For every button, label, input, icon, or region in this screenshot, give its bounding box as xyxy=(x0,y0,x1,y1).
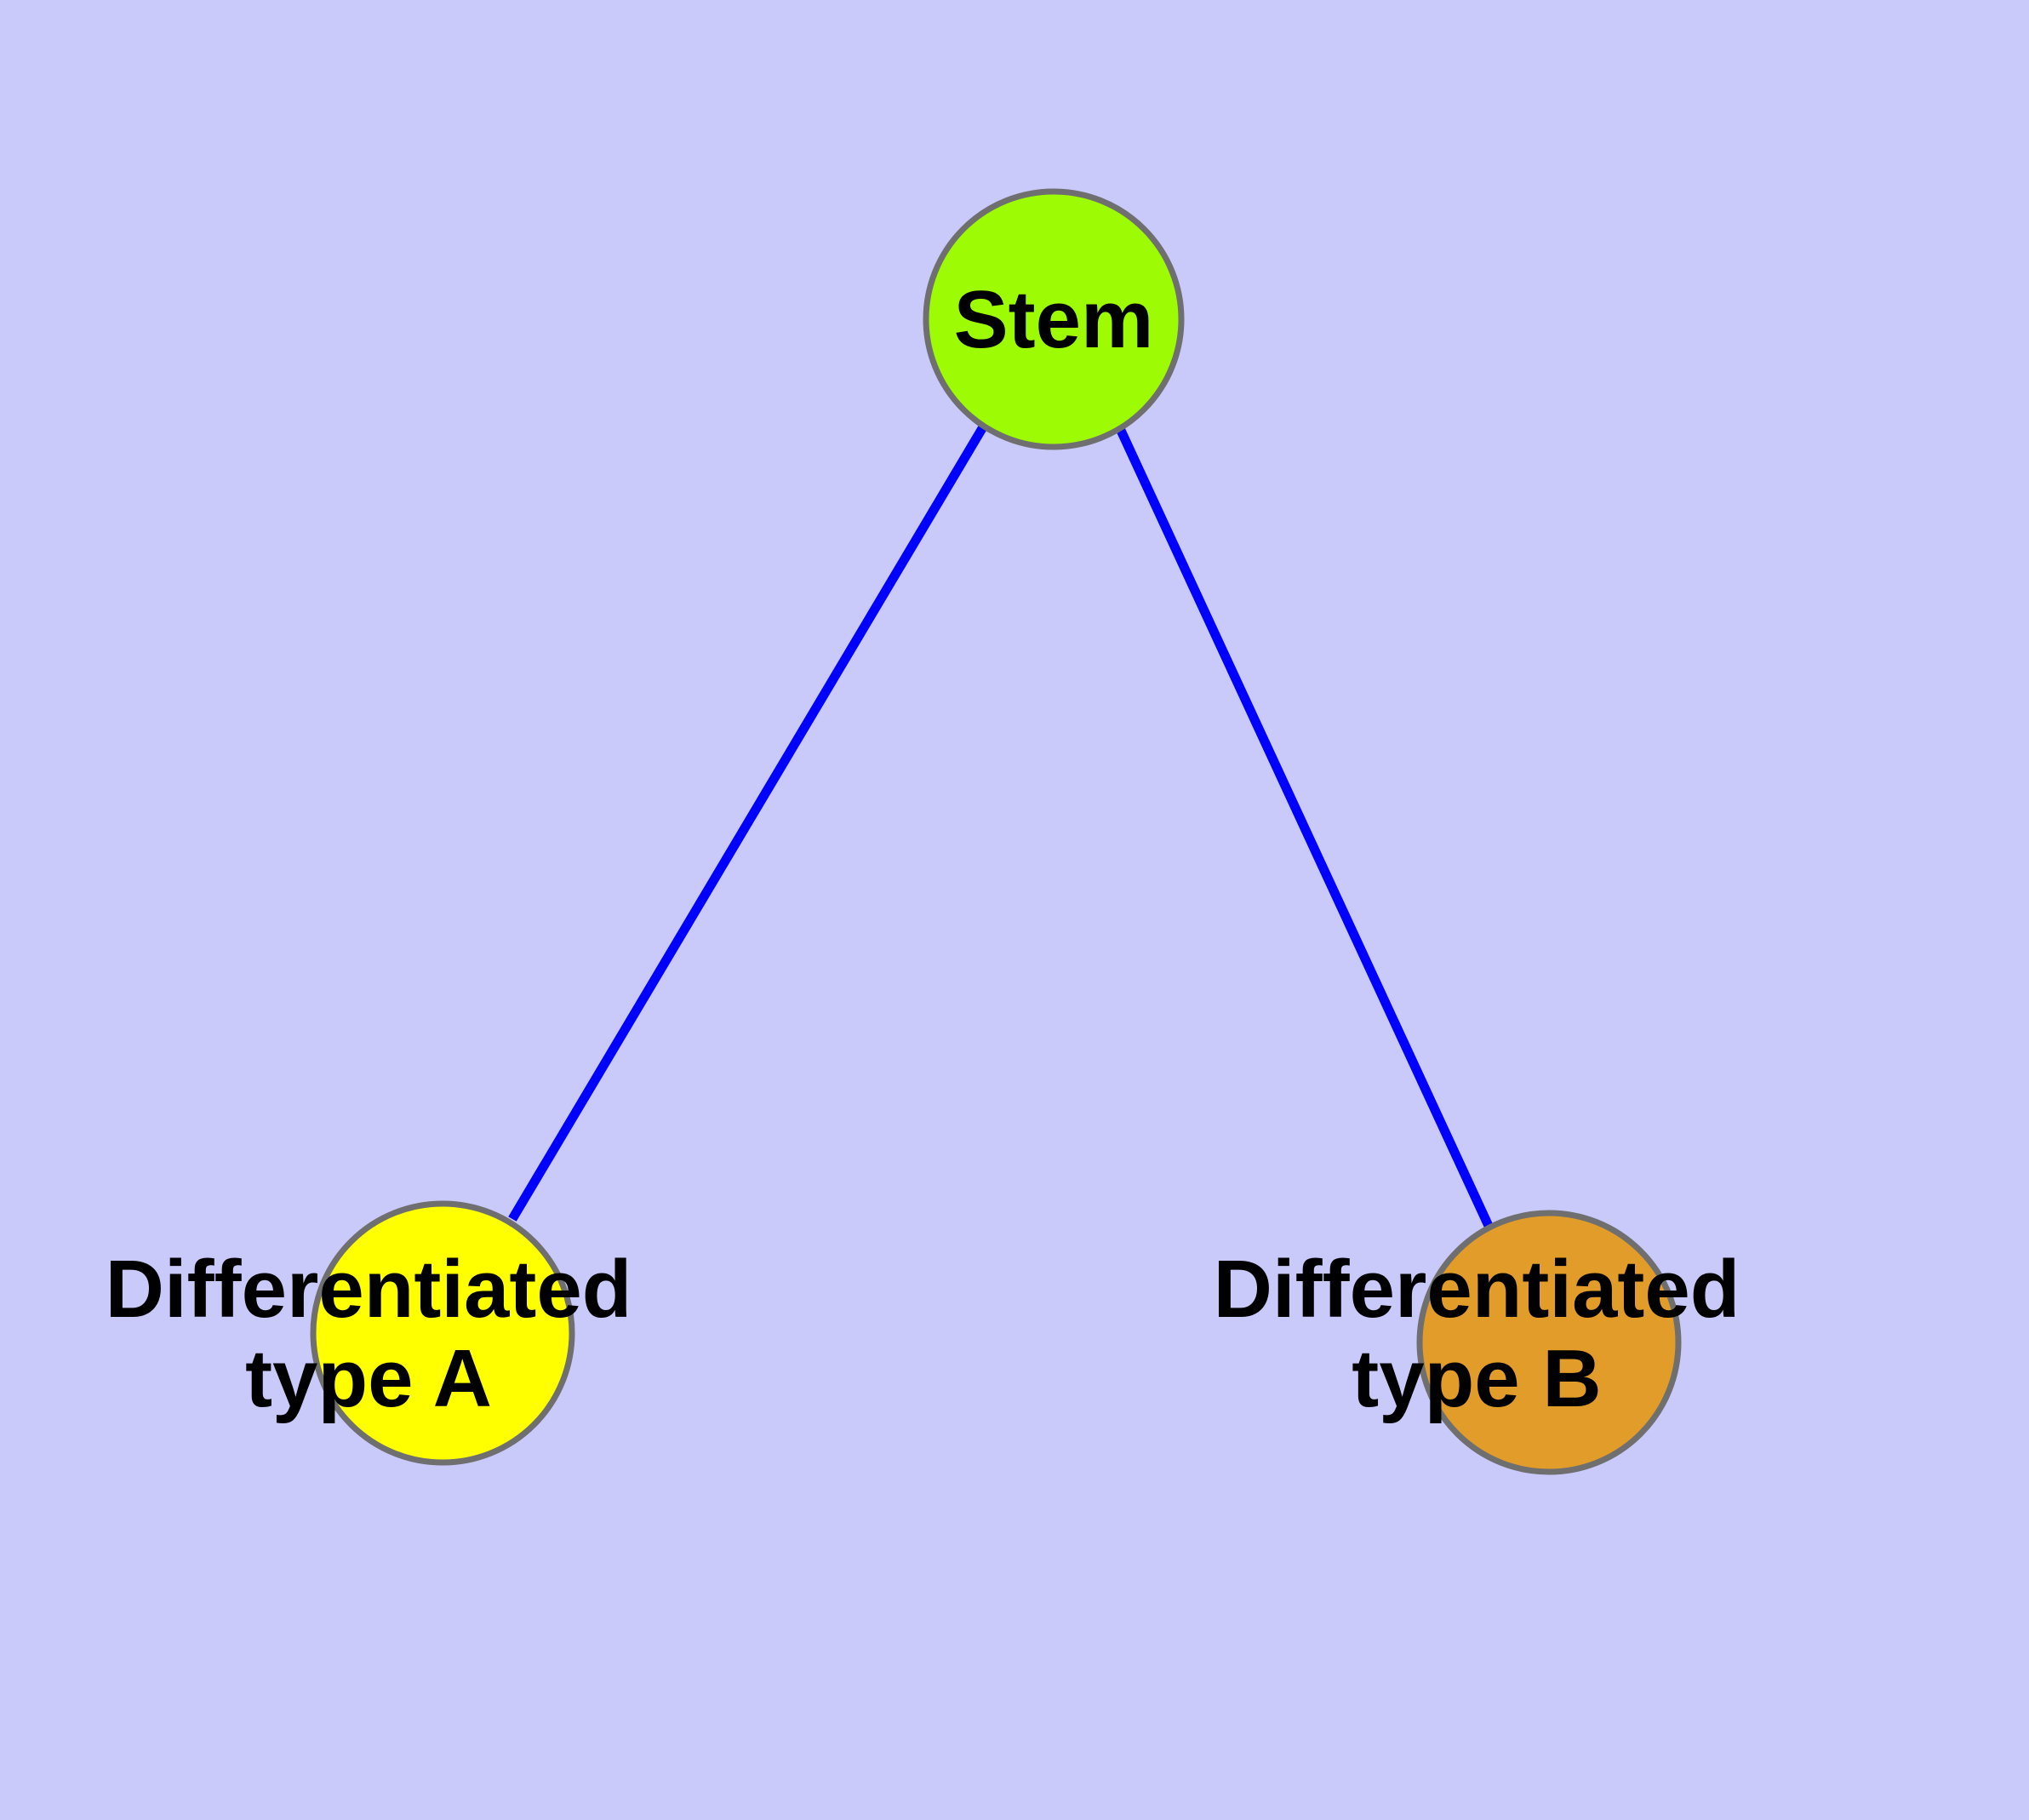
node-label-line: Differentiated xyxy=(1214,1244,1740,1335)
node-label-line: Stem xyxy=(954,274,1154,365)
nodes-layer xyxy=(310,188,1682,1475)
node-label-line: type A xyxy=(245,1333,492,1424)
node-diff_b[interactable] xyxy=(1416,1210,1682,1475)
node-diff_a[interactable] xyxy=(310,1200,575,1466)
edge-stem-to-b[interactable] xyxy=(1113,421,1493,1228)
node-label-line: Differentiated xyxy=(106,1244,632,1335)
node-label-stem: Stem xyxy=(954,274,1154,365)
edges-layer xyxy=(508,421,1493,1228)
node-stem[interactable] xyxy=(923,188,1185,450)
edge-stem-to-a[interactable] xyxy=(508,423,988,1222)
node-label-line: type B xyxy=(1352,1333,1601,1424)
